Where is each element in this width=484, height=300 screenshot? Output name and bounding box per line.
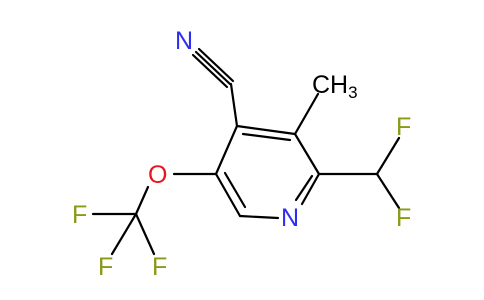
nitrile-bond bbox=[191, 47, 235, 89]
bond-o-cf3 bbox=[134, 185, 150, 216]
methyl-label: CH3 bbox=[312, 71, 358, 102]
fluorine-bottom-left-label: F bbox=[98, 253, 113, 281]
fluorine-upper-right-label: F bbox=[396, 113, 411, 141]
ring-nitrogen-label: N bbox=[281, 204, 299, 232]
bond-chf2-f-upper bbox=[375, 136, 401, 176]
nitrile-nitrogen-label: N bbox=[175, 27, 193, 55]
fluorine-lower-right-label: F bbox=[396, 204, 411, 232]
bond-cf3-f-bottom bbox=[110, 212, 138, 256]
bond-c4-cn bbox=[229, 82, 239, 128]
methyl-c-text: CH bbox=[312, 71, 348, 99]
pyridine-ring bbox=[214, 124, 321, 220]
fluorine-left-label: F bbox=[72, 201, 87, 229]
fluorine-bottom-right-label: F bbox=[152, 253, 167, 281]
ether-oxygen-label: O bbox=[148, 161, 167, 189]
bond-chf2-f-lower bbox=[375, 172, 401, 210]
bond-c3-methyl bbox=[293, 92, 320, 136]
methyl-subscript: 3 bbox=[348, 83, 357, 102]
bond-cf3-f-right bbox=[134, 212, 156, 256]
